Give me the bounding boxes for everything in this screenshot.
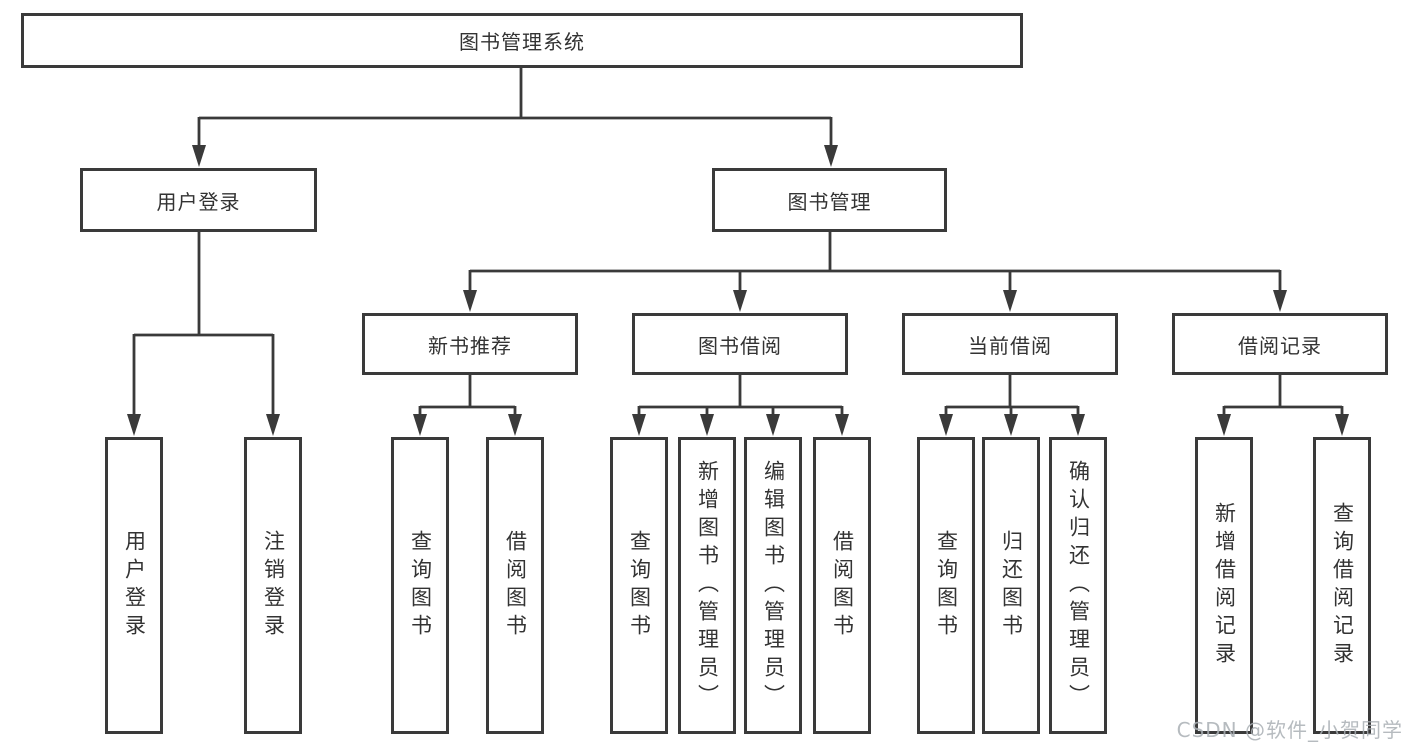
node-label: 新书推荐 <box>428 333 512 358</box>
leaf-label: 借阅图书 <box>830 529 855 642</box>
node-label: 图书管理 <box>787 189 872 214</box>
leaf-label: 查询图书 <box>408 529 433 642</box>
leaf-edit-books-admin: 编辑图书（管理员） <box>744 437 802 734</box>
leaf-label: 注销登录 <box>261 529 286 642</box>
leaf-label: 借阅图书 <box>503 529 528 642</box>
leaf-borrow-books: 借阅图书 <box>813 437 871 734</box>
leaf-label: 新增图书（管理员） <box>695 459 720 712</box>
leaf-query-books: 查询图书 <box>610 437 668 734</box>
leaf-add-books-admin: 新增图书（管理员） <box>678 437 736 734</box>
leaf-return-books: 归还图书 <box>982 437 1040 734</box>
node-book-management: 图书管理 <box>712 168 947 232</box>
leaf-logout: 注销登录 <box>244 437 302 734</box>
node-borrowing-records: 借阅记录 <box>1172 313 1388 375</box>
leaf-query-books: 查询图书 <box>391 437 449 734</box>
leaf-borrow-books: 借阅图书 <box>486 437 544 734</box>
node-new-book-recommendation: 新书推荐 <box>362 313 578 375</box>
node-library-management-system: 图书管理系统 <box>21 13 1023 68</box>
leaf-query-borrow-record: 查询借阅记录 <box>1313 437 1371 734</box>
leaf-label: 查询借阅记录 <box>1330 501 1355 670</box>
node-current-borrowing: 当前借阅 <box>902 313 1118 375</box>
leaf-label: 确认归还（管理员） <box>1066 459 1091 712</box>
leaf-label: 用户登录 <box>122 529 147 642</box>
leaf-label: 查询图书 <box>627 529 652 642</box>
watermark: CSDN @软件_小贺同学 <box>1176 718 1403 742</box>
leaf-label: 编辑图书（管理员） <box>761 459 786 712</box>
node-book-borrowing: 图书借阅 <box>632 313 848 375</box>
node-label: 借阅记录 <box>1238 333 1322 358</box>
node-label: 图书借阅 <box>698 333 782 358</box>
node-label: 用户登录 <box>156 189 241 214</box>
node-label: 图书管理系统 <box>459 30 585 54</box>
leaf-label: 查询图书 <box>934 529 959 642</box>
node-user-login: 用户登录 <box>80 168 317 232</box>
node-label: 当前借阅 <box>968 333 1052 358</box>
leaf-label: 归还图书 <box>999 529 1024 642</box>
leaf-confirm-return-admin: 确认归还（管理员） <box>1049 437 1107 734</box>
leaf-add-borrow-record: 新增借阅记录 <box>1195 437 1253 734</box>
leaf-label: 新增借阅记录 <box>1212 501 1237 670</box>
leaf-query-books: 查询图书 <box>917 437 975 734</box>
leaf-user-login: 用户登录 <box>105 437 163 734</box>
